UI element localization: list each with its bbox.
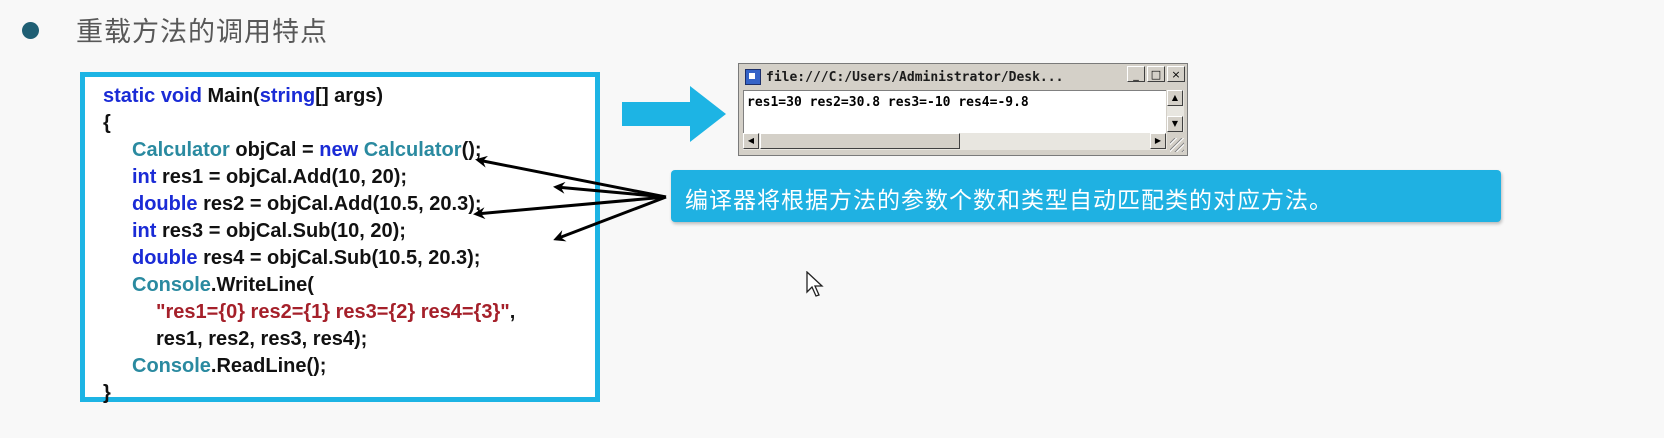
type-console: Console <box>132 355 211 377</box>
code-line-2: { <box>103 112 111 134</box>
code-line-6: int res3 = objCal.Sub(10, 20); <box>103 218 515 245</box>
code-panel: static void Main(string[] args) { Calcul… <box>80 72 600 404</box>
right-arrow-icon <box>622 86 726 142</box>
keyword-void: void <box>160 85 202 107</box>
keyword-int: int <box>132 220 157 242</box>
scroll-right-icon[interactable]: ▶ <box>1150 133 1166 149</box>
scroll-up-icon[interactable]: ▲ <box>1167 90 1183 106</box>
pointer-arrow-res1 <box>475 155 667 199</box>
keyword-new: new <box>319 139 359 161</box>
type-console: Console <box>132 274 211 296</box>
code-line-5: double res2 = objCal.Add(10.5, 20.3); <box>103 191 515 218</box>
method-params: [] args) <box>315 85 384 107</box>
code-line-10: res1, res2, res3, res4); <box>156 328 368 350</box>
code-line-4: int res1 = objCal.Add(10, 20); <box>103 164 515 191</box>
code-text: res2 = objCal.Add(10.5, 20.3); <box>197 193 482 215</box>
slide-heading: 重载方法的调用特点 <box>76 17 328 48</box>
string-literal: "res1={0} res2={1} res3={2} res4={3}" <box>156 301 510 323</box>
code-listing: static void Main(string[] args) { Calcul… <box>103 83 515 407</box>
keyword-double: double <box>132 247 198 269</box>
window-controls: _ □ × <box>1127 66 1185 82</box>
keyword-int: int <box>132 166 157 188</box>
close-button[interactable]: × <box>1167 66 1185 82</box>
minimize-button[interactable]: _ <box>1127 66 1145 82</box>
maximize-button[interactable]: □ <box>1147 66 1165 82</box>
code-line-8: Console.WriteLine( <box>103 272 515 299</box>
code-text: (); <box>461 139 482 161</box>
code-line-1: static void Main(string[] args) <box>103 83 515 110</box>
console-title-bar[interactable]: file:///C:/Users/Administrator/Desk... <box>741 66 1185 88</box>
keyword-string: string <box>259 85 316 107</box>
code-line-3: Calculator objCal = new Calculator(); <box>103 137 515 164</box>
code-text: .ReadLine(); <box>210 355 327 377</box>
code-text: objCal = <box>229 139 320 161</box>
code-line-7: double res4 = objCal.Sub(10.5, 20.3); <box>103 245 515 272</box>
bullet-icon <box>22 22 39 39</box>
type-calculator: Calculator <box>132 139 230 161</box>
console-output-area[interactable]: res1=30 res2=30.8 res3=-10 res4=-9.8 <box>743 90 1166 133</box>
callout-text: 编译器将根据方法的参数个数和类型自动匹配类的对应方法。 <box>685 188 1333 214</box>
method-name: Main( <box>207 85 260 107</box>
pointer-arrow-res3 <box>473 195 667 220</box>
keyword-static: static <box>103 85 156 107</box>
callout-box: 编译器将根据方法的参数个数和类型自动匹配类的对应方法。 <box>671 170 1501 222</box>
code-line-12: } <box>103 382 111 404</box>
code-text: , <box>509 301 516 323</box>
code-text: res4 = objCal.Sub(10.5, 20.3); <box>197 247 481 269</box>
vertical-scrollbar[interactable]: ▲ ▼ <box>1167 90 1184 132</box>
code-text: .WriteLine( <box>210 274 314 296</box>
type-calculator-ctor: Calculator <box>363 139 462 161</box>
code-line-11: Console.ReadLine(); <box>103 353 515 380</box>
pointer-arrow-res4 <box>553 195 667 242</box>
code-text: res3 = objCal.Sub(10, 20); <box>156 220 406 242</box>
mouse-cursor-icon <box>806 271 824 297</box>
console-title: file:///C:/Users/Administrator/Desk... <box>766 69 1064 85</box>
scroll-left-icon[interactable]: ◀ <box>743 133 759 149</box>
console-window[interactable]: file:///C:/Users/Administrator/Desk... _… <box>738 63 1188 156</box>
code-text: res1 = objCal.Add(10, 20); <box>156 166 408 188</box>
pointer-arrow-res2 <box>553 181 667 199</box>
code-line-9: "res1={0} res2={1} res3={2} res4={3}", <box>103 299 515 326</box>
horizontal-scrollbar[interactable]: ◀ ▶ <box>743 133 1167 150</box>
keyword-double: double <box>132 193 198 215</box>
scroll-down-icon[interactable]: ▼ <box>1167 116 1183 132</box>
console-output: res1=30 res2=30.8 res3=-10 res4=-9.8 <box>747 95 1029 110</box>
console-app-icon <box>745 69 761 85</box>
resize-grip-icon[interactable] <box>1170 138 1184 152</box>
horizontal-scroll-thumb[interactable] <box>760 133 960 149</box>
